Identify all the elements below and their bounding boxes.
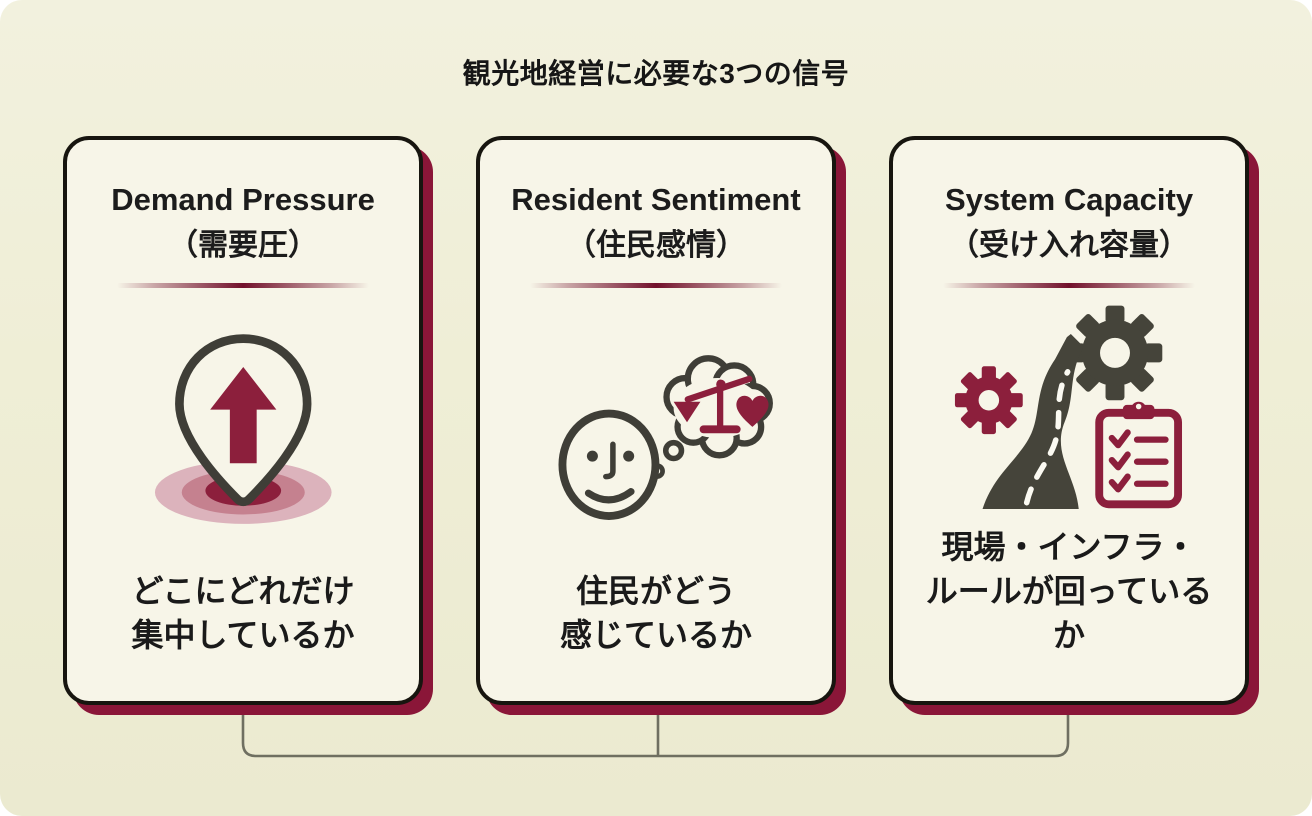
icon-box [911,288,1227,524]
card-description-line1: どこにどれだけ [131,572,355,609]
accent-divider [116,283,370,289]
card-system-capacity: System Capacity （受け入れ容量） [889,136,1249,705]
card-title-en: Resident Sentiment [511,182,801,217]
cards-row: Demand Pressure （需要圧） どこにどれだけ 集中しているか Re… [0,136,1312,705]
card-resident-sentiment: Resident Sentiment （住民感情） [476,136,836,705]
icon-box [85,288,401,568]
gear-dark [1067,305,1163,401]
card-title-en: System Capacity [944,182,1194,217]
card-demand-pressure: Demand Pressure （需要圧） どこにどれだけ 集中しているか [63,136,423,705]
card-description: どこにどれだけ 集中しているか [131,569,354,657]
accent-divider [942,283,1196,289]
card-description-line1: 住民がどう [575,572,736,609]
card-description: 住民がどう 感じているか [560,569,752,657]
location-pin-up-arrow-ripple-icon [154,334,332,524]
gear-maroon [954,366,1023,435]
card-title-ja: （需要圧） [168,229,318,263]
card-title-en: Demand Pressure [111,182,375,217]
checklist-clipboard [1095,401,1182,509]
card-title-ja: （住民感情） [566,229,746,263]
card-description-line2: ルールが回っているか [925,572,1213,653]
card-description-line2: 集中しているか [131,616,355,653]
page-title: 観光地経営に必要な3つの信号 [462,58,850,89]
card-description-line1: 現場・インフラ・ [941,528,1197,565]
card-description-line2: 感じているか [559,616,752,653]
card-description: 現場・インフラ・ ルールが回っているか [911,525,1227,657]
road-gears-checklist-icon [954,305,1182,509]
face-thought-bubble-scale-heart-icon [558,355,773,520]
card-title-ja: （受け入れ容量） [949,229,1189,263]
connector-lines [241,709,1070,758]
accent-divider [529,283,783,289]
icon-box [498,288,814,568]
